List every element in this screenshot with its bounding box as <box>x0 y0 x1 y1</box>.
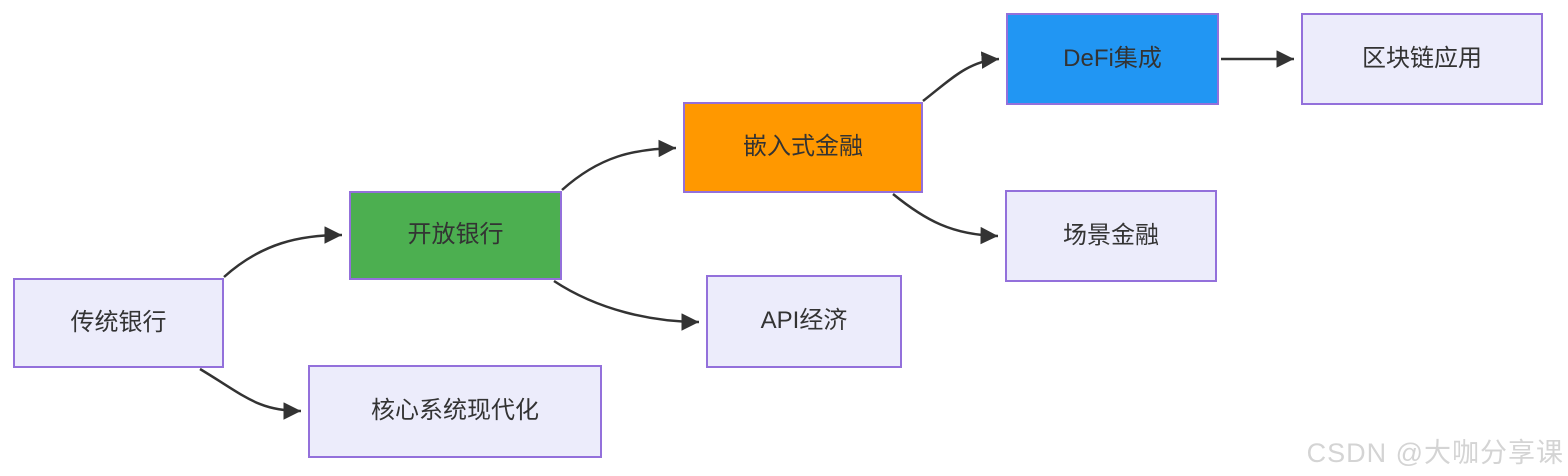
node-defi-integration: DeFi集成 <box>1006 13 1219 105</box>
node-api-economy-label: API经济 <box>760 307 848 335</box>
node-core-modernization: 核心系统现代化 <box>308 365 602 458</box>
edge-traditional-bank-to-core-modernization <box>199 367 302 420</box>
node-open-banking-label: 开放银行 <box>407 221 504 249</box>
node-scenario-finance-label: 场景金融 <box>1063 221 1159 249</box>
node-blockchain-apps: 区块链应用 <box>1301 13 1543 105</box>
edge-open-banking-to-api-economy <box>553 279 700 331</box>
edge-open-banking-to-embedded-finance <box>561 139 677 191</box>
node-defi-integration-label: DeFi集成 <box>1063 44 1162 72</box>
node-traditional-bank-label: 传统银行 <box>70 308 167 336</box>
node-scenario-finance: 场景金融 <box>1005 190 1217 282</box>
edge-embedded-finance-to-scenario-finance <box>892 193 999 245</box>
csdn-watermark: CSDN @大咖分享课 <box>1306 438 1564 468</box>
edge-embedded-finance-to-defi-integration <box>922 51 1000 102</box>
node-embedded-finance-label: 嵌入式金融 <box>743 133 863 161</box>
node-core-modernization-label: 核心系统现代化 <box>371 397 539 425</box>
node-embedded-finance: 嵌入式金融 <box>683 102 923 193</box>
node-traditional-bank: 传统银行 <box>13 278 224 368</box>
node-blockchain-apps-label: 区块链应用 <box>1362 44 1482 72</box>
node-open-banking: 开放银行 <box>349 191 562 280</box>
node-api-economy: API经济 <box>706 275 902 368</box>
edge-traditional-bank-to-open-banking <box>223 226 343 278</box>
